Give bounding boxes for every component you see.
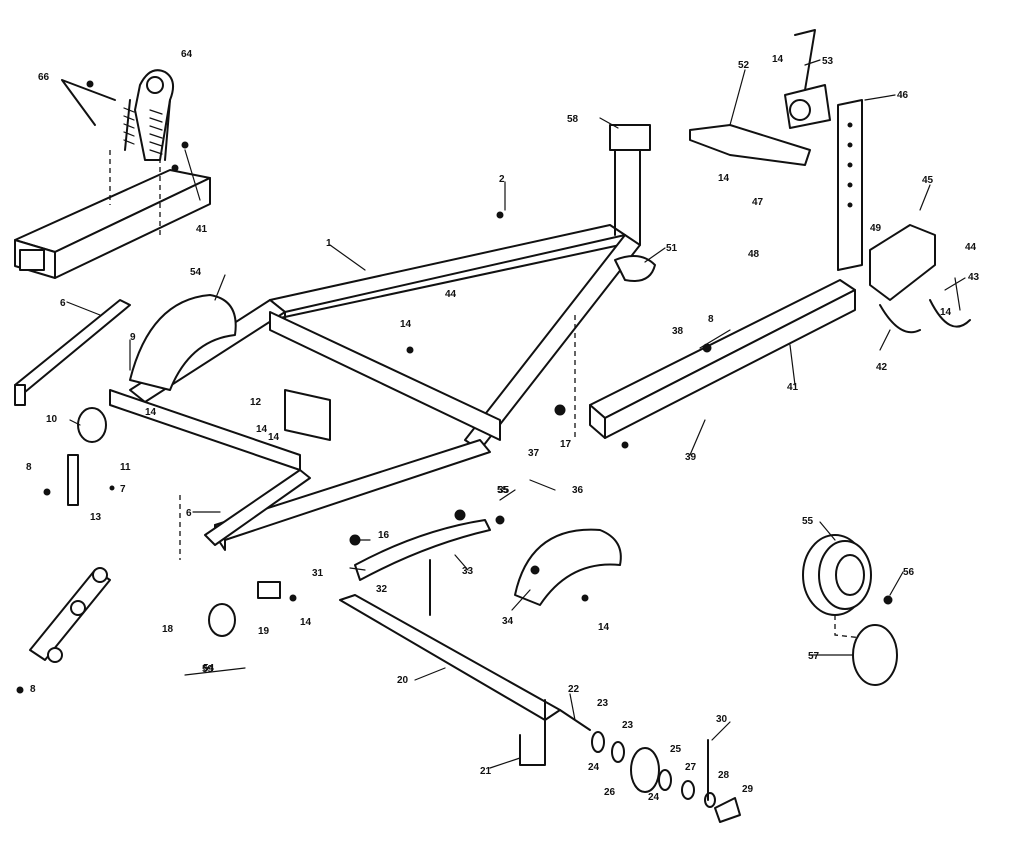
callout-14-i: 14	[256, 424, 268, 435]
callout-31: 31	[312, 568, 324, 579]
fender-left	[129, 294, 237, 391]
callouts: 1 2 6 6 7 8 8 8 9 10 11 12 13 14 14 14 1…	[26, 49, 980, 803]
callout-38: 38	[672, 326, 684, 337]
callout-6-upper: 6	[60, 298, 66, 309]
callout-41-left: 41	[196, 224, 208, 235]
callout-55-spare: 55	[802, 516, 814, 527]
callout-25: 25	[670, 744, 682, 755]
callout-1: 1	[326, 238, 332, 249]
callout-44-right: 44	[965, 242, 977, 253]
callout-34: 34	[502, 616, 514, 627]
callout-44-frame: 44	[445, 289, 457, 300]
callout-58: 58	[567, 114, 579, 125]
callout-7: 7	[120, 484, 126, 495]
wheel-hub	[591, 731, 741, 823]
callout-14-d: 14	[300, 617, 312, 628]
callout-10: 10	[46, 414, 58, 425]
callout-14-c: 14	[268, 432, 280, 443]
callout-43: 43	[968, 272, 980, 283]
callout-39: 39	[685, 452, 697, 463]
callout-54-upper: 54	[190, 267, 202, 278]
callout-14-b: 14	[145, 407, 157, 418]
coupler-assembly	[61, 69, 189, 172]
clamp-19	[257, 581, 281, 599]
callout-22: 22	[568, 684, 580, 695]
axle	[339, 559, 591, 766]
callout-47: 47	[752, 197, 764, 208]
callout-33: 33	[462, 566, 474, 577]
leaf-spring	[354, 519, 491, 581]
callout-21: 21	[480, 766, 492, 777]
callout-14-h: 14	[772, 54, 784, 65]
callout-12: 12	[250, 397, 262, 408]
callout-42: 42	[876, 362, 888, 373]
callout-20: 20	[397, 675, 409, 686]
callout-23-a: 23	[597, 698, 609, 709]
tire-cover	[852, 624, 898, 686]
callout-2: 2	[499, 174, 505, 185]
callout-52: 52	[738, 60, 750, 71]
callout-16: 16	[378, 530, 390, 541]
callout-53: 53	[822, 56, 834, 67]
marker-light	[208, 603, 236, 637]
callout-9: 9	[130, 332, 136, 343]
callout-45: 45	[922, 175, 934, 186]
callout-24-b: 24	[648, 792, 660, 803]
roller-bracket	[29, 567, 111, 663]
tongue-tube	[14, 140, 211, 279]
callout-27: 27	[685, 762, 697, 773]
callout-51: 51	[666, 243, 678, 254]
callout-24-a: 24	[588, 762, 600, 773]
callout-59: 59	[202, 664, 214, 675]
callout-14-a: 14	[400, 319, 412, 330]
callout-19: 19	[258, 626, 270, 637]
callout-14-e: 14	[598, 622, 610, 633]
callout-8-c: 8	[708, 314, 714, 325]
callout-56: 56	[903, 567, 915, 578]
tail-light-right	[869, 224, 971, 334]
callout-32: 32	[376, 584, 388, 595]
fender-right	[514, 528, 622, 606]
callout-57: 57	[808, 651, 820, 662]
callout-8-b: 8	[30, 684, 36, 695]
callout-14-g: 14	[718, 173, 730, 184]
callout-55-small: 55	[497, 485, 509, 496]
callout-66: 66	[38, 72, 50, 83]
callout-11: 11	[120, 462, 131, 473]
leader-lines	[66, 59, 966, 769]
tail-light-left	[67, 407, 107, 506]
callout-36: 36	[572, 485, 584, 496]
callout-23-b: 23	[622, 720, 634, 731]
winch-bracket-52	[689, 124, 811, 166]
callout-54-lower: 54	[203, 663, 215, 674]
callout-41-right: 41	[787, 382, 799, 393]
callout-17: 17	[560, 439, 572, 450]
callout-35: 35	[498, 485, 510, 496]
callout-48: 48	[748, 249, 760, 260]
callout-64: 64	[181, 49, 193, 60]
bunk-bracket	[284, 389, 331, 441]
callout-14-f: 14	[940, 307, 952, 318]
winch-post	[784, 29, 863, 271]
main-frame	[14, 124, 856, 560]
callout-26: 26	[604, 787, 616, 798]
callout-8-a: 8	[26, 462, 32, 473]
callout-37: 37	[528, 448, 540, 459]
callout-29: 29	[742, 784, 754, 795]
callout-46: 46	[897, 90, 909, 101]
callout-18: 18	[162, 624, 174, 635]
spare-tire	[802, 534, 893, 641]
callout-49: 49	[870, 223, 882, 234]
callout-28: 28	[718, 770, 730, 781]
callout-6-lower: 6	[186, 508, 192, 519]
callout-30: 30	[716, 714, 728, 725]
callout-13: 13	[90, 512, 102, 523]
